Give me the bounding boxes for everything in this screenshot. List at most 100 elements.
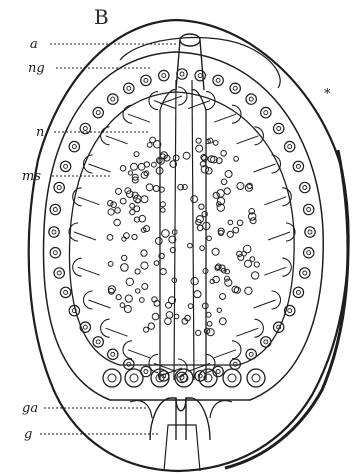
ring-nucleus-core	[307, 251, 311, 255]
granule	[130, 203, 135, 208]
scatter-granules	[107, 137, 259, 336]
ring-nucleus	[261, 337, 271, 347]
ring-loop	[282, 258, 291, 276]
granule	[173, 155, 179, 161]
granule	[108, 262, 113, 267]
bottom-cell-core	[108, 374, 116, 382]
granule	[213, 192, 219, 198]
ring-inner-boundary	[69, 92, 294, 365]
granule	[120, 166, 126, 172]
ring-nucleus-core	[53, 251, 57, 255]
granule	[152, 313, 159, 320]
granule	[150, 137, 156, 143]
fiber-line	[214, 114, 236, 122]
granule	[251, 272, 258, 279]
ring-nucleus	[246, 349, 256, 359]
granule	[141, 196, 148, 203]
granule	[108, 209, 114, 215]
ring-nucleus	[141, 75, 151, 85]
ring-nucleus	[54, 182, 64, 192]
ring-nucleus-core	[162, 74, 166, 78]
ring-nucleus	[195, 70, 205, 80]
bottom-cell-core	[228, 374, 236, 382]
ring-nucleus	[274, 322, 284, 332]
granule	[124, 233, 130, 239]
ring-nucleus-core	[296, 290, 300, 294]
fiber-line	[254, 300, 276, 308]
ring-nucleus	[54, 268, 64, 278]
ring-nucleus	[285, 141, 295, 151]
granule	[165, 318, 172, 325]
granule	[197, 225, 203, 231]
bottom-cell-core	[252, 374, 260, 382]
ring-nucleus	[304, 204, 314, 214]
granule	[200, 246, 205, 251]
granule	[116, 295, 121, 300]
ring-nucleus-core	[307, 208, 311, 212]
ring-nucleus	[305, 227, 315, 237]
granule	[154, 261, 159, 266]
ring-nucleus	[69, 141, 79, 151]
ring-loop	[73, 258, 82, 276]
fiber-line	[264, 267, 286, 275]
ring-nucleus	[274, 123, 284, 133]
fiber-line	[236, 328, 258, 336]
granule	[120, 198, 126, 204]
ring-nucleus	[300, 268, 310, 278]
granule	[196, 138, 201, 143]
ring-nucleus	[50, 248, 60, 258]
ring-nucleus-core	[249, 97, 253, 101]
panel-letter: B	[94, 5, 109, 29]
ring-nucleus-core	[264, 111, 268, 115]
ring-nucleus	[93, 107, 103, 117]
granule	[153, 186, 159, 192]
fiber-line	[264, 197, 286, 205]
ring-nucleus-core	[303, 271, 307, 275]
ring-nucleus-core	[83, 325, 87, 329]
ring-nucleus-core	[249, 352, 253, 356]
granule	[213, 141, 218, 146]
granule	[131, 163, 138, 170]
granule	[225, 171, 232, 178]
bottom-cell	[247, 369, 265, 387]
granule	[108, 201, 113, 206]
granule	[144, 162, 149, 167]
ring-nucleus	[108, 349, 118, 359]
ring-nucleus-core	[277, 127, 281, 131]
ring-nucleus	[50, 204, 60, 214]
ring-nucleus-core	[111, 352, 115, 356]
granule	[135, 269, 140, 274]
ring-nucleus-core	[303, 186, 307, 190]
granule	[166, 312, 173, 319]
ring-nucleus-core	[127, 86, 131, 90]
granule	[228, 220, 233, 225]
granule	[212, 248, 219, 255]
outer-body-outline	[29, 20, 349, 471]
granule	[234, 156, 239, 161]
ring-nucleus-core	[198, 74, 202, 78]
granule	[162, 230, 170, 238]
granule	[125, 295, 132, 302]
ring-nucleus	[124, 83, 134, 93]
label-ng: ng	[28, 61, 45, 76]
ring-nucleus-core	[288, 145, 292, 149]
granule	[114, 219, 121, 226]
ring-nucleus-core	[57, 271, 61, 275]
granule	[237, 220, 243, 226]
ring-loop	[84, 291, 93, 309]
fiber-line	[89, 164, 111, 172]
bottom-cell	[103, 369, 121, 387]
granule	[207, 329, 214, 336]
ring-nucleus	[293, 287, 303, 297]
label-n: n	[36, 125, 44, 140]
ring-nucleus-core	[72, 145, 76, 149]
granule	[120, 303, 125, 308]
fiber-line	[106, 136, 128, 144]
granule	[134, 152, 139, 157]
ring-nucleus	[300, 182, 310, 192]
ring-nucleus-core	[308, 230, 312, 234]
granule	[130, 210, 135, 215]
ring-nucleus-core	[53, 208, 57, 212]
fiber-line	[214, 350, 236, 358]
granule	[233, 227, 239, 233]
